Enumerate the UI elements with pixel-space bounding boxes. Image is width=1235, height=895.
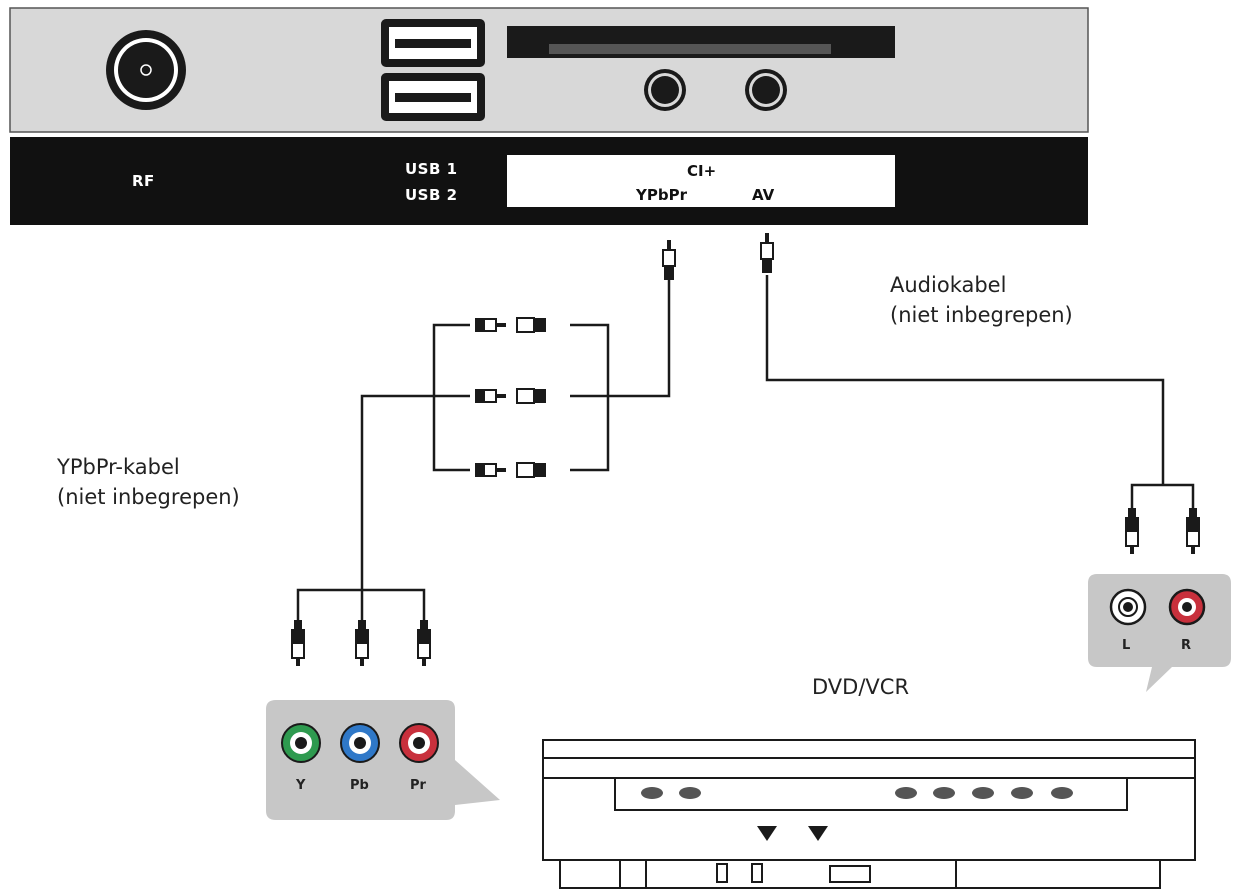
ypbpr-cable-label-line1: YPbPr-kabel <box>57 455 180 479</box>
rf-label: RF <box>132 172 155 190</box>
ci-label: CI+ <box>687 162 717 180</box>
ypbpr-cable-label-line2: (niet inbegrepen) <box>57 485 240 509</box>
pr-jack-label: Pr <box>410 778 426 793</box>
y-rca-plug <box>290 619 306 667</box>
device-base <box>559 859 1161 889</box>
y-jack-label: Y <box>296 778 306 793</box>
usb1-label: USB 1 <box>405 160 458 178</box>
left-audio-jack[interactable] <box>1109 588 1147 626</box>
pb-jack[interactable] <box>340 723 380 763</box>
audio-cable-label-line2: (niet inbegrepen) <box>890 303 1073 327</box>
component-jack-callout <box>266 700 500 820</box>
pb-rca-plug <box>354 619 370 667</box>
pb-jack-label: Pb <box>350 778 369 793</box>
tv-connector-panel <box>9 7 1089 225</box>
device-buttons[interactable] <box>641 787 1073 799</box>
left-jack-label: L <box>1122 638 1131 653</box>
rf-port[interactable] <box>106 30 186 110</box>
component-coupler-middle <box>474 388 547 404</box>
ypbpr-cable-label: YPbPr-kabel (niet inbegrepen) <box>57 452 240 512</box>
usb-port-2[interactable] <box>381 73 485 121</box>
pr-jack[interactable] <box>399 723 439 763</box>
audio-cable <box>765 275 1195 508</box>
right-rca-plug <box>1185 507 1201 555</box>
usb-port-1[interactable] <box>381 19 485 67</box>
audio-jack-callout <box>1088 574 1231 692</box>
av-port-label: AV <box>752 186 775 204</box>
pr-rca-plug <box>416 619 432 667</box>
device-top-edge <box>542 739 1196 759</box>
device-indicator-arrows <box>757 826 828 841</box>
usb2-label: USB 2 <box>405 186 458 204</box>
audio-mini-plug <box>760 232 774 274</box>
ypbpr-mini-plug <box>662 239 676 281</box>
device-title: DVD/VCR <box>812 675 910 699</box>
audio-cable-label-line1: Audiokabel <box>890 273 1007 297</box>
ypbpr-jack[interactable] <box>644 69 686 111</box>
dvd-vcr-device <box>542 739 1196 889</box>
y-jack[interactable] <box>281 723 321 763</box>
ypbpr-cable <box>296 280 671 620</box>
left-rca-plug <box>1124 507 1140 555</box>
ci-slot[interactable] <box>507 26 895 58</box>
right-jack-label: R <box>1181 638 1192 653</box>
ypbpr-port-label: YPbPr <box>636 186 687 204</box>
component-coupler-top <box>474 317 547 333</box>
right-audio-jack[interactable] <box>1168 588 1206 626</box>
component-coupler-bottom <box>474 462 547 478</box>
panel-label-box <box>507 155 895 207</box>
av-jack[interactable] <box>745 69 787 111</box>
audio-cable-label: Audiokabel (niet inbegrepen) <box>890 270 1073 330</box>
